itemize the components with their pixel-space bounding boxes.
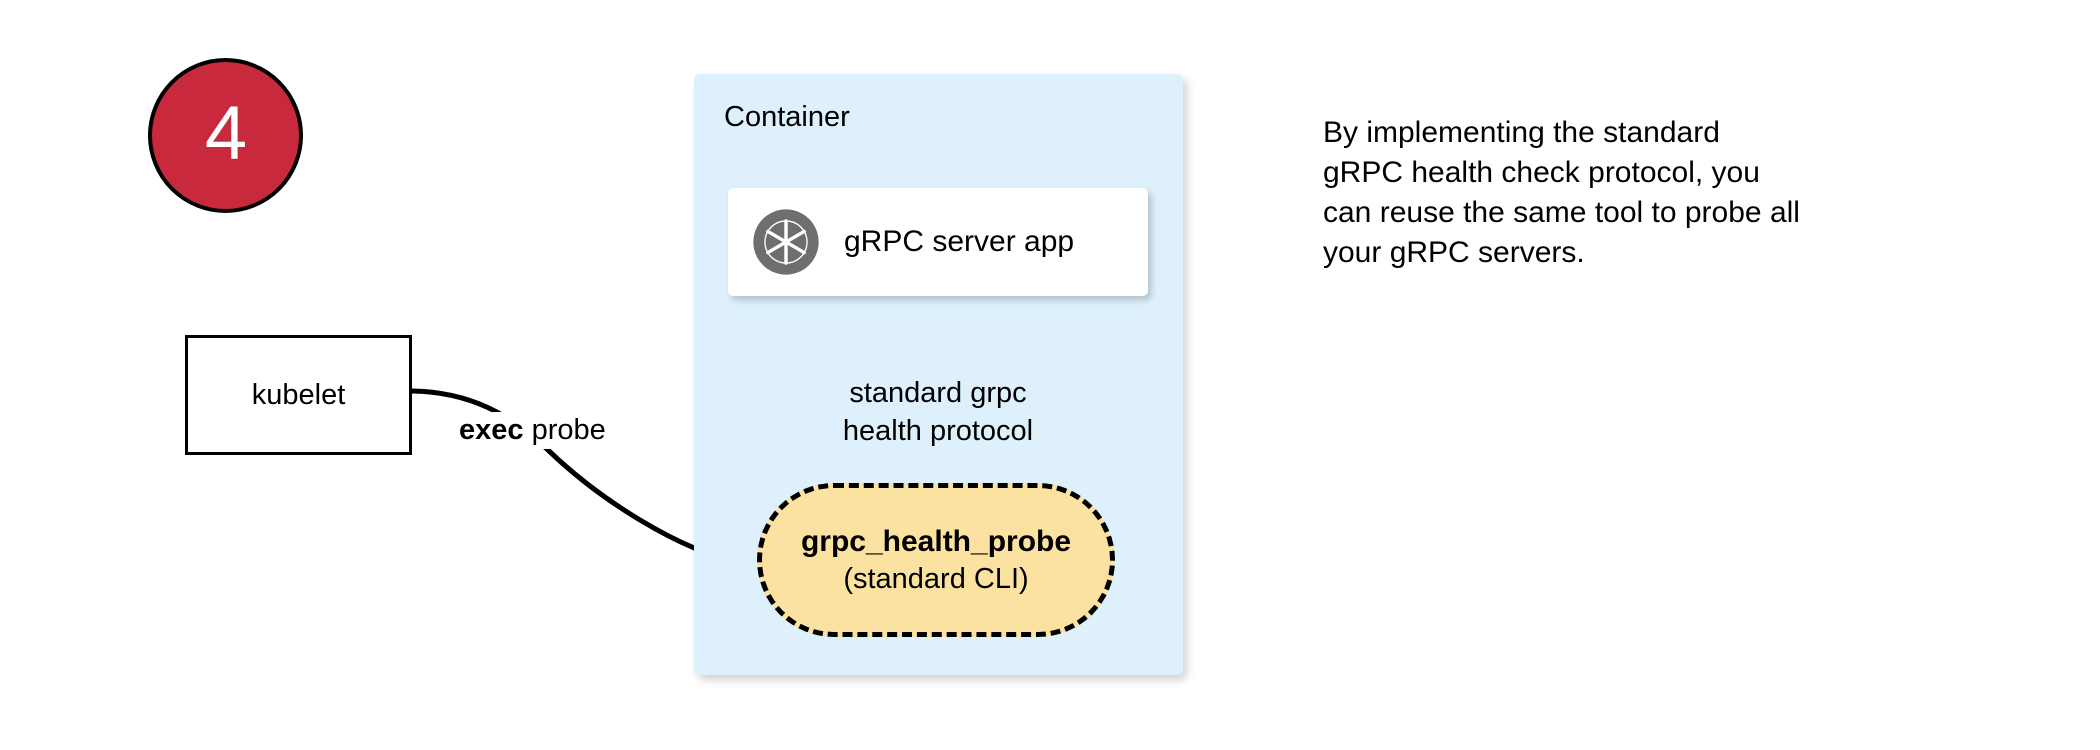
edge-kubelet-to-probe <box>411 388 746 573</box>
exec-probe-label-bold: exec <box>459 414 524 446</box>
step-number-badge: 4 <box>148 58 303 213</box>
health-protocol-edge-label: standard grpc health protocol <box>788 374 1088 450</box>
health-protocol-label-line1: standard grpc <box>849 377 1027 409</box>
step-number-text: 4 <box>204 90 247 176</box>
explanation-caption: By implementing the standard gRPC health… <box>1323 113 1943 273</box>
exec-probe-edge-label: exec probe <box>455 412 610 449</box>
grpc-health-probe-node: grpc_health_probe (standard CLI) <box>757 483 1115 637</box>
container-title: Container <box>724 101 850 133</box>
health-protocol-label-line2: health protocol <box>842 415 1034 447</box>
grpc-server-app-label: gRPC server app <box>844 225 1075 258</box>
caption-line-2: gRPC health check protocol, you <box>1323 156 1760 189</box>
grpc-health-probe-title: grpc_health_probe <box>800 525 1072 559</box>
caption-line-4: your gRPC servers. <box>1323 236 1585 269</box>
kubelet-box: kubelet <box>185 335 412 455</box>
caption-line-1: By implementing the standard <box>1323 116 1720 149</box>
exec-probe-label-rest: probe <box>523 414 606 446</box>
kubelet-label: kubelet <box>251 378 346 411</box>
caption-line-3: can reuse the same tool to probe all <box>1323 196 1800 229</box>
grpc-server-app-card: gRPC server app <box>728 188 1148 296</box>
grpc-aperture-icon <box>753 209 819 275</box>
grpc-health-probe-subtitle: (standard CLI) <box>843 562 1029 595</box>
